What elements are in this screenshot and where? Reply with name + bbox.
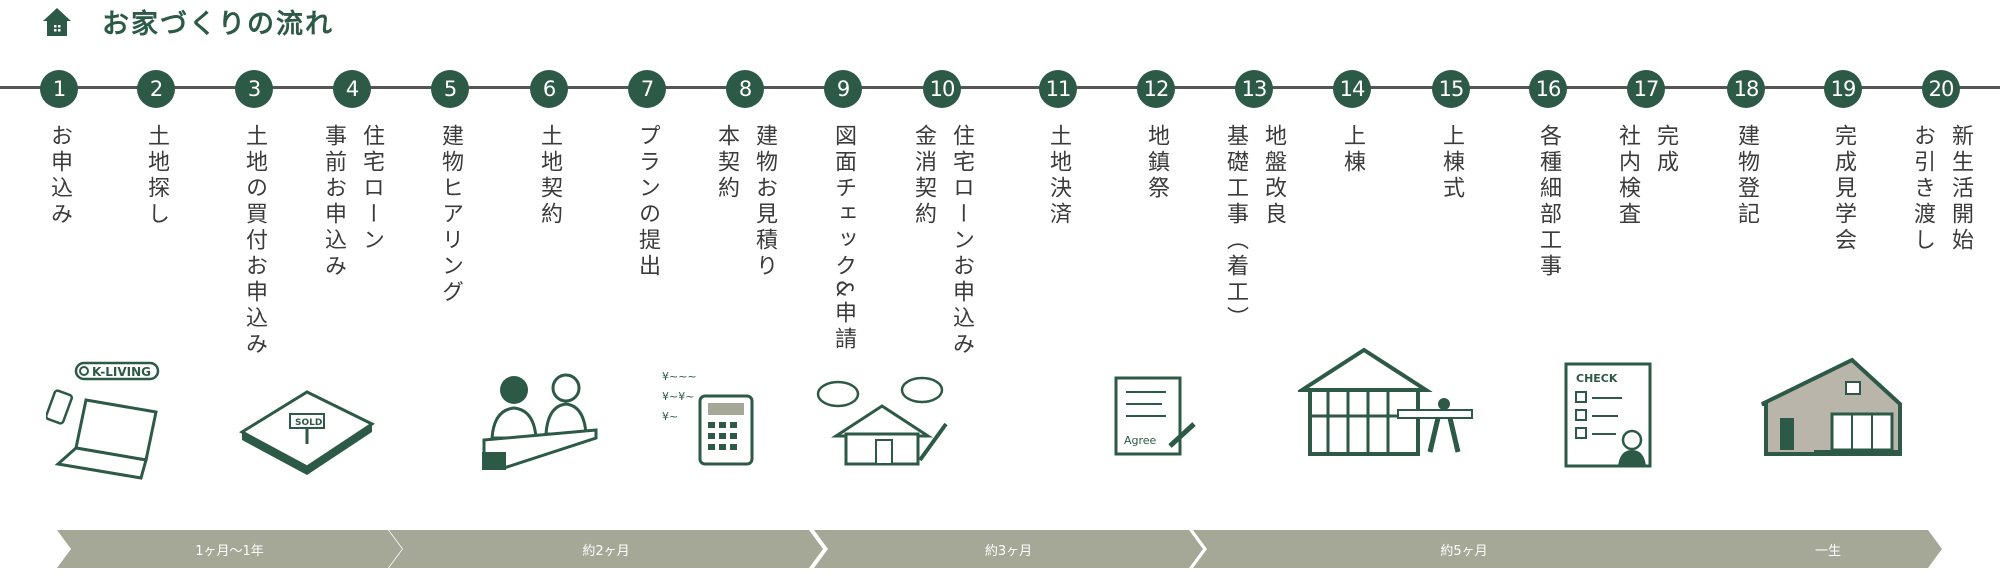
step-label: 地盤改良基礎工事（着工）	[1216, 124, 1292, 332]
step-label-line: 土地契約	[537, 124, 562, 228]
step-label-line: 地盤改良	[1261, 124, 1286, 228]
step-number-badge: 3	[235, 70, 273, 108]
duration-segment-5: 一生	[1714, 530, 1942, 568]
sold-sign-text: SOLD	[295, 418, 322, 428]
step-label: 住宅ローンお申込み金消契約	[904, 124, 980, 358]
step-label-line: 建物お見積り	[752, 124, 777, 280]
header: お家づくりの流れ	[40, 2, 334, 41]
step-number-badge: 10	[923, 70, 961, 108]
framing-construction-illustration	[1298, 347, 1473, 456]
step-number-badge: 7	[628, 70, 666, 108]
step-number-badge: 17	[1627, 70, 1665, 108]
svg-text:¥~~~: ¥~~~	[662, 370, 697, 383]
duration-segment-4: 約5ヶ月	[1193, 530, 1735, 568]
step-number-badge: 18	[1727, 70, 1765, 108]
step-label: 完成見学会	[1824, 124, 1862, 254]
step-label: お申込み	[40, 124, 78, 228]
step-label-line: 本契約	[714, 124, 739, 202]
step-label: 土地探し	[137, 124, 175, 228]
step-label-line: 地鎮祭	[1144, 124, 1169, 202]
step-label: 土地の買付お申込み	[235, 124, 273, 358]
step-label: 完成社内検査	[1608, 124, 1684, 228]
timeline-line	[0, 86, 2000, 89]
step-number-badge: 4	[333, 70, 371, 108]
step-number-badge: 2	[137, 70, 175, 108]
step-label-line: 事前お申込み	[321, 124, 346, 280]
step-label: 各種細部工事	[1529, 124, 1567, 280]
step-number-badge: 15	[1432, 70, 1470, 108]
svg-text:¥~¥~: ¥~¥~	[662, 390, 694, 403]
step-label-line: プランの提出	[635, 124, 660, 280]
calculator-illustration: ¥~~~ ¥~¥~ ¥~	[662, 370, 754, 466]
step-label: 建物ヒアリング	[431, 124, 469, 306]
step-number-badge: 19	[1824, 70, 1862, 108]
site-name-text: K-LIVING	[92, 365, 151, 379]
step-label: 上棟	[1333, 124, 1371, 176]
step-label: 土地契約	[530, 124, 568, 228]
duration-segment-2: 約2ヶ月	[389, 530, 823, 568]
step-label-line: 上棟式	[1439, 124, 1464, 202]
step-label-line: 建物ヒアリング	[438, 124, 463, 306]
step-number-badge: 13	[1235, 70, 1273, 108]
blueprint-house-illustration	[816, 376, 948, 466]
step-label-line: 建物登記	[1734, 124, 1759, 228]
step-label: プランの提出	[628, 124, 666, 280]
step-label-line: 完成	[1653, 124, 1678, 176]
step-number-badge: 8	[726, 70, 764, 108]
svg-text:¥~: ¥~	[662, 410, 678, 423]
step-label-line: お引き渡し	[1910, 124, 1935, 254]
land-sold-illustration: SOLD	[238, 390, 376, 475]
step-label-line: 各種細部工事	[1536, 124, 1561, 280]
step-label-line: 土地探し	[144, 124, 169, 228]
step-number-badge: 14	[1333, 70, 1371, 108]
agreement-document-illustration: Agree	[1114, 376, 1196, 456]
step-label-line: 住宅ローン	[359, 124, 384, 254]
duration-segment-1: 1ヶ月〜1年	[57, 530, 402, 568]
step-label-line: 社内検査	[1615, 124, 1640, 228]
step-label: 建物お見積り本契約	[707, 124, 783, 280]
duration-segment-3: 約3ヶ月	[814, 530, 1203, 568]
step-label-line: 完成見学会	[1831, 124, 1856, 254]
step-label-line: 土地の買付お申込み	[242, 124, 267, 358]
completed-house-illustration	[1761, 357, 1902, 456]
step-number-badge: 16	[1529, 70, 1567, 108]
step-label: 図面チェック&申請	[824, 124, 862, 353]
step-label-line: 新生活開始	[1948, 124, 1973, 254]
step-label-line: お申込み	[47, 124, 72, 228]
house-icon	[43, 7, 71, 36]
inspection-checklist-illustration: CHECK	[1564, 362, 1652, 468]
step-label: 住宅ローン事前お申込み	[314, 124, 390, 280]
step-number-badge: 11	[1039, 70, 1077, 108]
agree-text: Agree	[1124, 434, 1157, 447]
page-title: お家づくりの流れ	[102, 9, 334, 40]
step-label-line: 金消契約	[911, 124, 936, 228]
step-label: 上棟式	[1432, 124, 1470, 202]
step-number-badge: 6	[530, 70, 568, 108]
step-label: 新生活開始お引き渡し	[1903, 124, 1979, 254]
step-number-badge: 12	[1137, 70, 1175, 108]
step-number-badge: 9	[824, 70, 862, 108]
step-number-badge: 5	[431, 70, 469, 108]
check-text: CHECK	[1576, 372, 1618, 385]
step-label: 建物登記	[1727, 124, 1765, 228]
step-number-badge: 20	[1922, 70, 1960, 108]
step-label-line: 上棟	[1340, 124, 1365, 176]
step-label-line: 土地決済	[1046, 124, 1071, 228]
step-label-line: 基礎工事（着工）	[1223, 124, 1248, 332]
consultation-illustration	[482, 373, 598, 470]
step-label-line: 住宅ローンお申込み	[949, 124, 974, 358]
step-label: 地鎮祭	[1137, 124, 1175, 202]
step-label: 土地決済	[1039, 124, 1077, 228]
laptop-smartphone-illustration: K-LIVING	[46, 361, 160, 480]
step-label-line: 図面チェック&申請	[831, 124, 856, 354]
step-number-badge: 1	[40, 70, 78, 108]
